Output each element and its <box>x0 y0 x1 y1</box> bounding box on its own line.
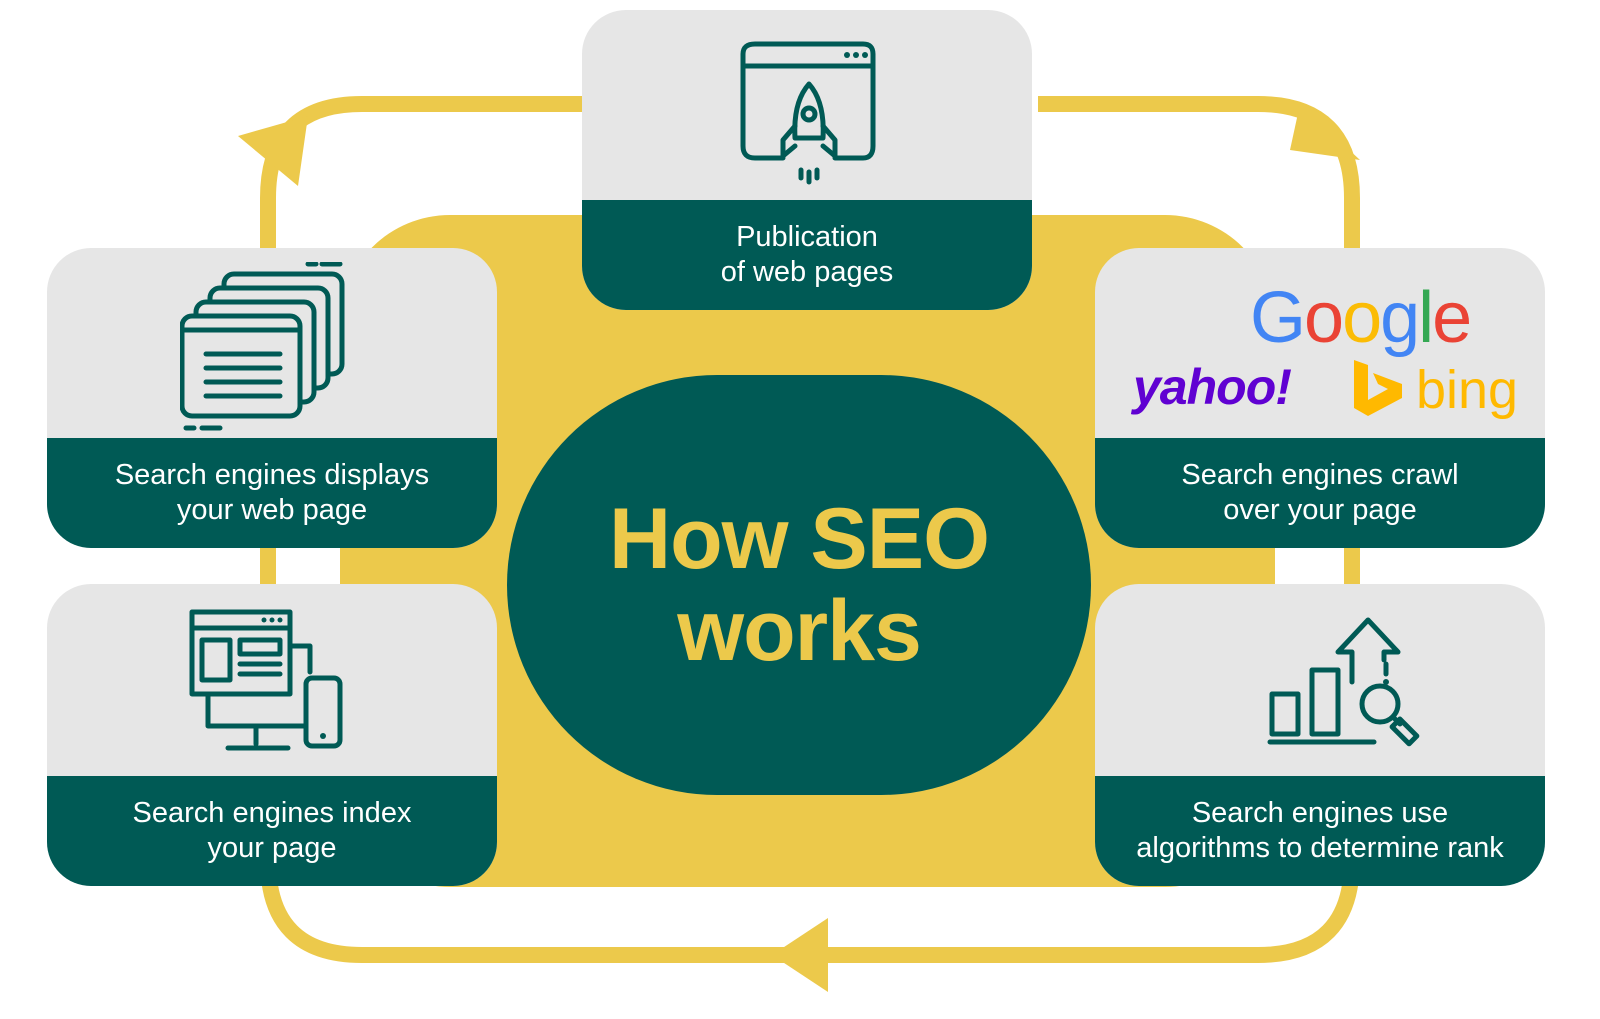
bing-icon <box>1354 360 1402 416</box>
center-title: How SEO works <box>507 375 1091 795</box>
step-label-index: Search engines index your page <box>47 776 497 886</box>
arrowhead-top-right <box>1290 104 1360 160</box>
step-label-rank: Search engines use algorithms to determi… <box>1095 776 1545 886</box>
title-line-1: How SEO <box>608 491 990 587</box>
step-label-display: Search engines displays your web page <box>47 438 497 548</box>
arrowhead-top-left <box>238 116 308 186</box>
devices-icon <box>189 609 343 751</box>
bing-logo: bing <box>1416 360 1519 420</box>
title-line-2: works <box>677 583 922 679</box>
bar-chart-search-icon <box>1267 617 1420 747</box>
step-label-publication: Publication of web pages <box>582 200 1032 310</box>
step-card-publication: Publication of web pages <box>582 10 1032 310</box>
step-card-index: Search engines index your page <box>47 584 497 886</box>
rocket-launch-icon <box>740 41 876 185</box>
step-card-crawl: Search engines crawl over your page <box>1095 248 1545 548</box>
stacked-windows-icon <box>180 262 345 431</box>
arrowhead-bottom <box>772 918 828 992</box>
step-card-rank: Search engines use algorithms to determi… <box>1095 584 1545 886</box>
google-logo: Google <box>1250 278 1472 358</box>
yahoo-logo: yahoo! <box>1133 359 1292 415</box>
step-label-crawl: Search engines crawl over your page <box>1095 438 1545 548</box>
